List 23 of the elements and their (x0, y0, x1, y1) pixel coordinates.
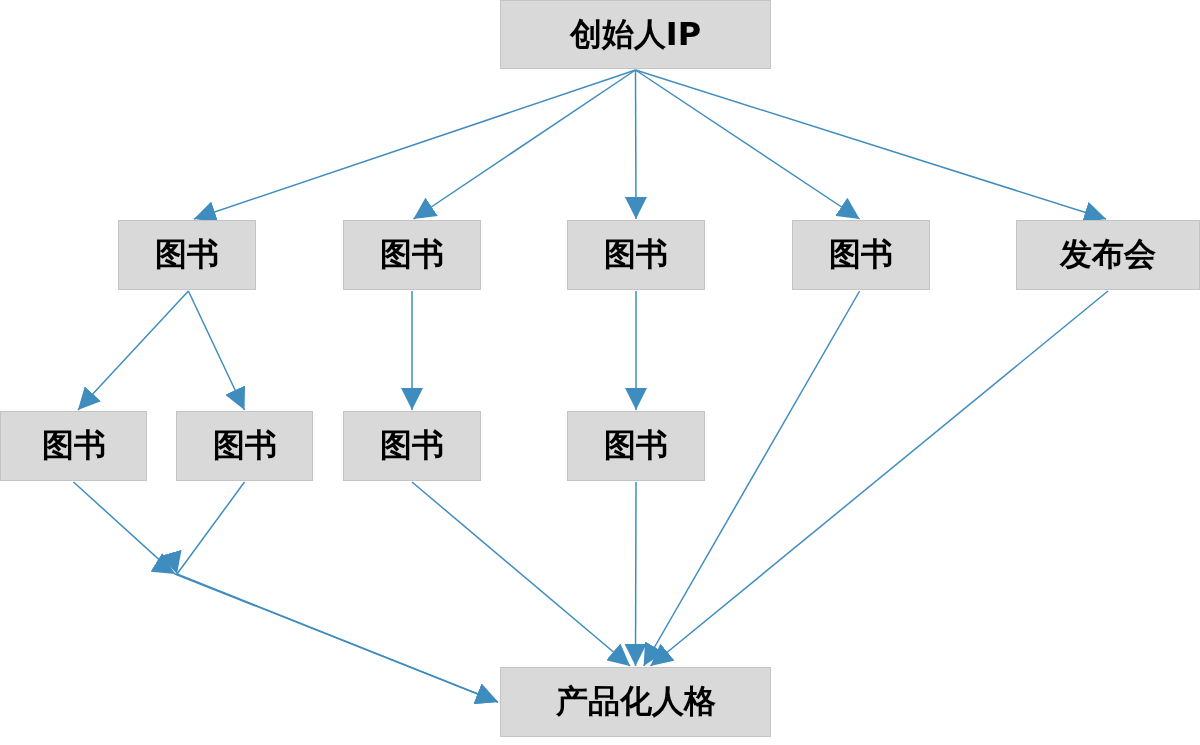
arrow (625, 290, 647, 411)
arrow (624, 481, 647, 667)
process-box: 图书 (792, 220, 930, 290)
arrow (412, 69, 637, 220)
arrow (163, 481, 499, 704)
arrow (642, 290, 861, 667)
process-box: 图书 (118, 220, 256, 290)
process-box: 图书 (567, 220, 705, 290)
arrow (634, 69, 861, 220)
process-box: 图书 (343, 411, 481, 481)
arrow (411, 481, 631, 667)
arrow (187, 290, 246, 411)
process-box: 图书 (0, 411, 147, 481)
process-box: 图书 (343, 220, 481, 290)
process-box: 创始人IP (500, 0, 771, 69)
process-box: 图书 (567, 411, 705, 481)
arrow (624, 69, 647, 220)
arrow (649, 290, 1109, 667)
arrow (77, 290, 190, 411)
process-box: 发布会 (1016, 220, 1200, 290)
arrow (401, 290, 423, 411)
process-box: 产品化人格 (500, 667, 771, 737)
process-box: 图书 (176, 411, 313, 481)
